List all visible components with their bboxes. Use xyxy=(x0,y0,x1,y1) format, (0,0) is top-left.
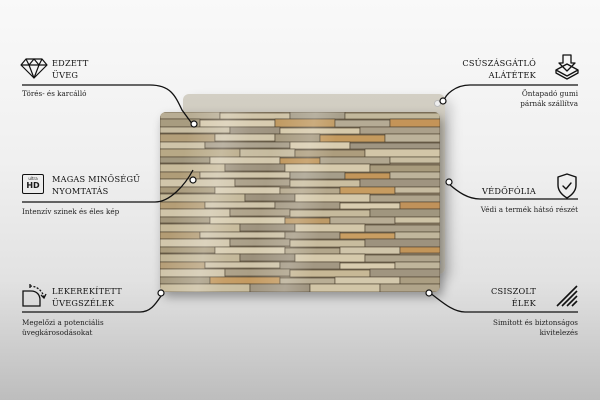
anti-slip-pad-icon xyxy=(555,54,579,80)
feature-description: kivitelezés xyxy=(539,328,578,337)
ultra-hd-icon: ultra HD xyxy=(22,174,44,194)
feature-anti-slip-pads-desc: Öntapadó gumi párnák szállítva xyxy=(520,89,578,109)
feature-title: ÉLEK xyxy=(511,298,536,308)
feature-high-quality-print: MAGAS MINŐSÉGŰ NYOMTATÁS xyxy=(52,173,140,197)
feature-description: Megelőzi a potenciális xyxy=(22,318,104,327)
feature-high-quality-print-desc: Intenzív szinek és éles kép xyxy=(22,207,119,217)
feature-polished-edges: CSISZOLT ÉLEK xyxy=(491,285,536,309)
feature-polished-edges-desc: Simított és biztonságos kivitelezés xyxy=(493,318,578,338)
feature-protective-foil: VÉDŐFÓLIA xyxy=(482,185,536,197)
feature-title: LEKEREKÍTETT xyxy=(52,286,122,296)
ultra-hd-icon-bottom-text: HD xyxy=(26,181,40,190)
feature-title: NYOMTATÁS xyxy=(52,186,109,196)
feature-description: Simított és biztonságos xyxy=(493,318,578,327)
feature-title: CSISZOLT xyxy=(491,286,536,296)
stone-wall-illustration xyxy=(160,112,440,292)
feature-title: ÜVEGSZÉLEK xyxy=(52,298,115,308)
feature-title: ALÁTÉTEK xyxy=(488,70,536,80)
feature-description: üvegkárosodásokat xyxy=(22,328,93,337)
feature-tempered-glass-desc: Törés- és karcálló xyxy=(22,89,86,99)
feature-title: MAGAS MINŐSÉGŰ xyxy=(52,174,141,184)
shield-check-icon xyxy=(557,173,577,199)
feature-rounded-edges-desc: Megelőzi a potenciális üvegkárosodásokat xyxy=(22,318,104,338)
feature-protective-foil-desc: Védi a termék hátsó részét xyxy=(481,205,578,215)
feature-title: EDZETT xyxy=(52,58,89,68)
diamond-icon xyxy=(20,58,48,79)
feature-description: párnák szállítva xyxy=(520,99,578,108)
rounded-corner-icon xyxy=(22,284,47,307)
ultra-hd-icon-top-text: ultra xyxy=(28,176,38,181)
feature-title: CSÚSZÁSGÁTLÓ xyxy=(462,58,536,68)
feature-description: Törés- és karcálló xyxy=(22,89,87,98)
feature-description: Védi a termék hátsó részét xyxy=(480,205,578,214)
feature-description: Öntapadó gumi xyxy=(521,89,578,98)
feature-tempered-glass: EDZETT ÜVEG xyxy=(52,57,88,81)
feature-description: Intenzív szinek és éles kép xyxy=(22,207,120,216)
feature-title: VÉDŐFÓLIA xyxy=(482,186,536,196)
feature-rounded-edges: LEKEREKÍTETT ÜVEGSZÉLEK xyxy=(52,285,122,309)
polished-edge-icon xyxy=(556,285,578,307)
feature-anti-slip-pads: CSÚSZÁSGÁTLÓ ALÁTÉTEK xyxy=(462,57,536,81)
feature-title: ÜVEG xyxy=(52,70,79,80)
